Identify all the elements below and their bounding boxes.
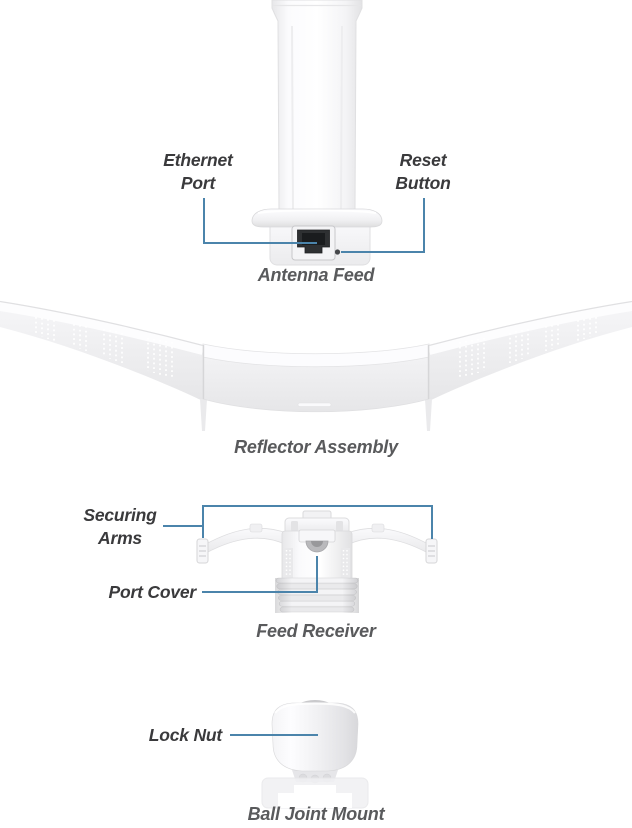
ethernet-callout-horizontal — [203, 242, 317, 244]
label-ethernet-port: Ethernet Port — [163, 150, 233, 193]
antenna-feed-illustration — [251, 0, 383, 266]
securing-arms-right-drop — [431, 505, 433, 539]
port-cover-callout-horizontal — [202, 591, 318, 593]
reflector-right-wing — [427, 300, 632, 401]
securing-arms-left-drop — [202, 505, 204, 538]
ethernet-callout-vertical — [203, 198, 205, 244]
reflector-center-panel — [200, 343, 432, 431]
caption-antenna-feed: Antenna Feed — [257, 265, 375, 285]
port-cover — [298, 529, 336, 553]
securing-arm-left — [196, 523, 288, 564]
reflector-left-wing — [0, 300, 205, 401]
label-reset-button: Reset Button — [395, 150, 451, 193]
securing-arms-label-connector — [163, 525, 204, 527]
lock-nut — [271, 702, 359, 772]
feed-receiver-illustration — [196, 510, 438, 613]
label-lock-nut: Lock Nut — [148, 725, 222, 745]
reset-callout-horizontal — [341, 251, 425, 253]
ball-joint-mount-illustration — [261, 700, 369, 809]
mount-base — [261, 777, 369, 809]
reflector-assembly-illustration — [0, 300, 632, 431]
label-port-cover: Port Cover — [108, 582, 197, 602]
securing-arms-bracket-top — [202, 505, 433, 507]
securing-arm-right — [346, 523, 438, 564]
caption-reflector-assembly: Reflector Assembly — [234, 437, 398, 457]
label-securing-arms: Securing Arms — [83, 505, 157, 548]
port-cover-callout-vertical — [316, 556, 318, 593]
caption-feed-receiver: Feed Receiver — [256, 621, 376, 641]
reset-callout-vertical — [423, 198, 425, 253]
caption-ball-joint-mount: Ball Joint Mount — [247, 804, 385, 824]
lock-nut-callout-horizontal — [230, 734, 318, 736]
